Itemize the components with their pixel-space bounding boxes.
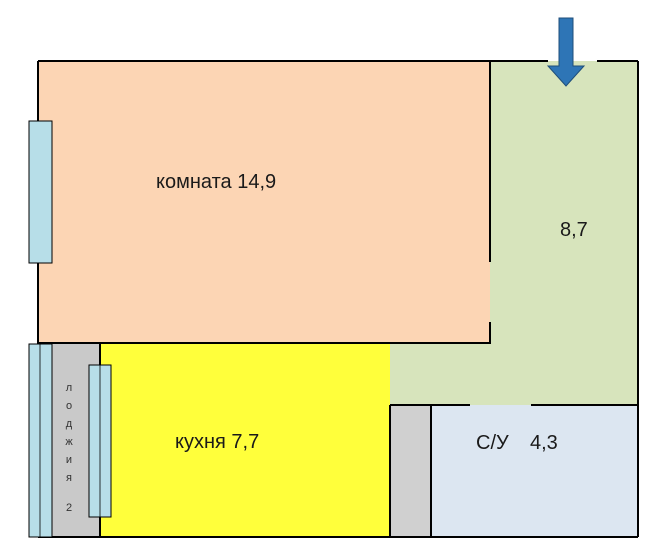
loggia-letter: и	[66, 454, 72, 466]
loggia-outer-window	[28, 343, 53, 538]
hall-area	[390, 61, 638, 405]
loggia-letter: о	[66, 400, 72, 412]
bathroom-area	[431, 405, 638, 536]
hall-area-label: 8,7	[560, 219, 588, 241]
loggia-number: 2	[66, 502, 72, 514]
loggia-letter: д	[66, 418, 73, 430]
loggia-letter: я	[66, 472, 72, 484]
loggia-letter: ж	[65, 436, 73, 448]
loggia-letter: л	[66, 382, 72, 394]
down-arrow-icon	[546, 17, 586, 87]
room-window	[28, 120, 53, 264]
room-label: комната 14,9	[156, 171, 276, 193]
kitchen-area	[100, 344, 390, 536]
bathroom-area-label: 4,3	[530, 432, 558, 454]
loggia-label: л о д ж и я 2	[65, 382, 73, 514]
room-area	[38, 61, 490, 343]
bathroom-label: С/У	[476, 432, 509, 454]
kitchen-label: кухня 7,7	[175, 431, 259, 453]
closet-area	[390, 405, 431, 536]
